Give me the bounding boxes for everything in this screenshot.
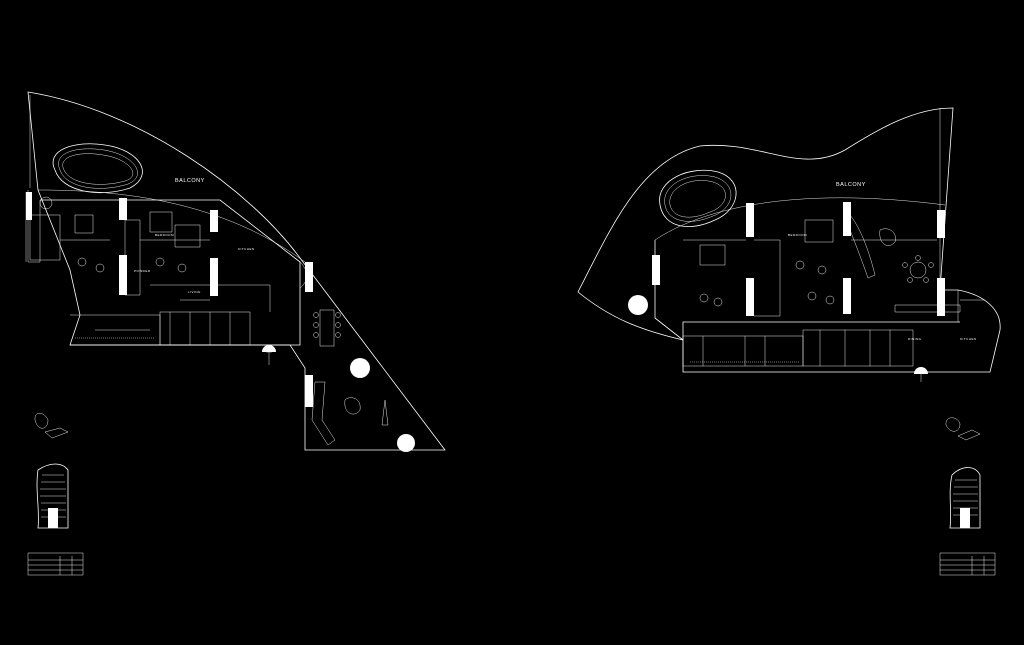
left-room-label-bedroom: BEDROOM xyxy=(155,233,174,237)
right-key-plan xyxy=(945,417,981,529)
right-room-label-bedroom: BEDROOM xyxy=(788,233,807,237)
left-area-table xyxy=(27,552,84,576)
left-floor-plan: BALCONY xyxy=(25,91,446,576)
left-balcony-outline xyxy=(27,91,446,451)
left-key-plan xyxy=(34,413,69,529)
right-floor-plan: BALCONY B xyxy=(577,107,1001,576)
left-room-label-living: LIVING xyxy=(188,290,201,294)
right-room-label-kitchen: KITCHEN xyxy=(960,337,977,341)
left-balcony-label: BALCONY xyxy=(175,178,205,184)
right-wall-segment xyxy=(652,255,660,285)
right-pool xyxy=(659,169,737,227)
right-column-round xyxy=(628,295,648,315)
left-balcony-inner xyxy=(37,189,306,263)
left-pool xyxy=(52,143,143,194)
left-dining-table xyxy=(319,309,335,347)
left-wall-segment xyxy=(26,192,32,220)
left-room-label-kitchen: KITCHEN xyxy=(238,247,255,251)
right-area-table xyxy=(939,552,996,576)
left-room-label-powder: POWDER xyxy=(134,269,151,273)
right-balcony-label: BALCONY xyxy=(836,182,866,188)
right-round-table xyxy=(909,261,927,279)
left-column-round xyxy=(350,358,370,378)
right-room-label-dining: DINING xyxy=(908,337,922,341)
